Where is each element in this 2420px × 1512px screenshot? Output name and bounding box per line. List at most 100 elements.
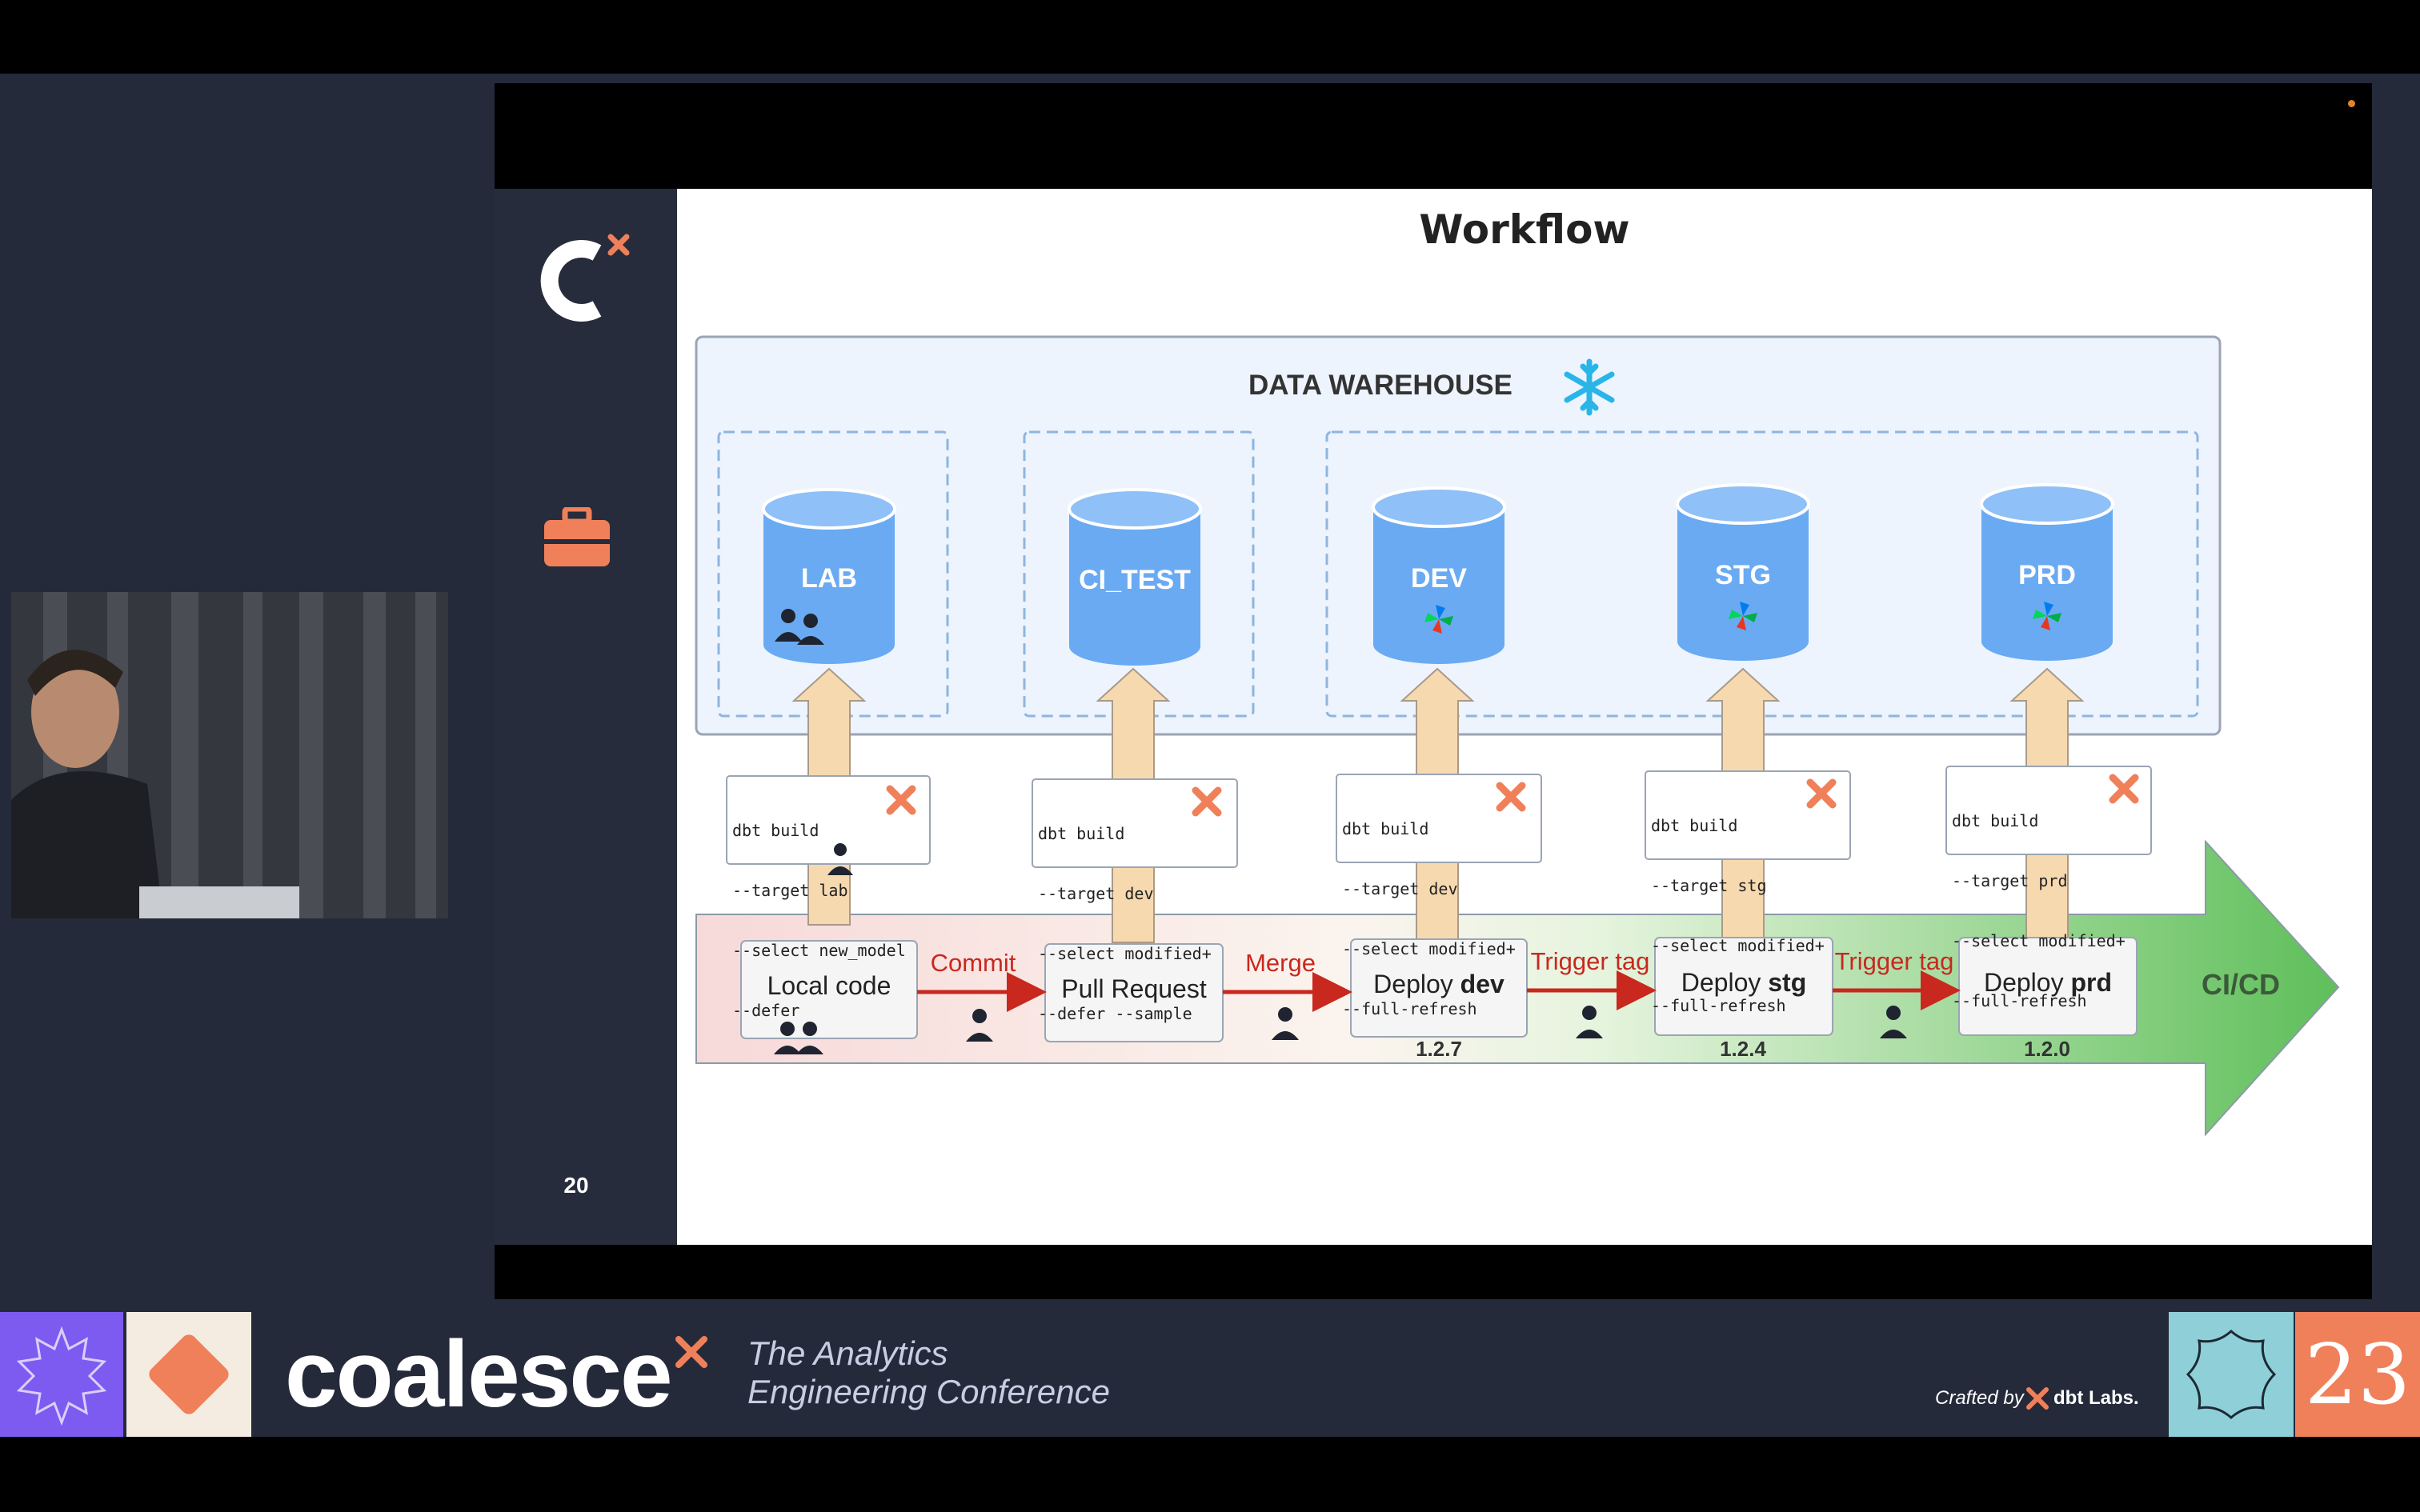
cmd-line: --target prd: [1952, 871, 2068, 890]
transition-trigger-tag-1: Trigger tag: [1530, 947, 1650, 975]
coalesce-wordmark: coalesce: [285, 1322, 673, 1427]
purple-tile: [0, 1312, 123, 1437]
person-icon: [1576, 1006, 1603, 1038]
step-local-code: [740, 940, 918, 1039]
cmd-line: --select modified+: [1651, 936, 1825, 955]
cmd-box-ci: [1032, 778, 1238, 868]
cmd-line: --full-refresh: [1342, 999, 1477, 1018]
cream-tile: [126, 1312, 251, 1437]
step-text-bold: prd: [2070, 968, 2113, 997]
tagline-line: The Analytics: [747, 1334, 948, 1372]
coalesce-c-logo-icon: [540, 234, 630, 322]
step-text: Deploy: [1681, 968, 1769, 997]
people-icon: [774, 1022, 823, 1054]
top-black-bar: [0, 0, 2420, 74]
db-label-dev: DEV: [1411, 563, 1467, 594]
step-label-deploy-stg: Deploy stg: [1655, 968, 1833, 998]
db-ci-test: [1068, 488, 1202, 666]
person-icon: [1880, 1006, 1907, 1038]
db-stg: [1676, 483, 1810, 661]
cicd-label: CI/CD: [2202, 968, 2280, 1001]
db-label-stg: STG: [1715, 560, 1771, 590]
db-dev: [1372, 486, 1506, 664]
flower-outline-icon: [2186, 1329, 2277, 1420]
cmd-line: --target dev: [1038, 884, 1154, 903]
cmd-line: --target lab: [732, 881, 848, 900]
db-cylinders: [762, 483, 2114, 666]
cmd-text-lab: dbt build --target lab --select new_mode…: [732, 781, 906, 1041]
crafted-by-label: Crafted by: [1935, 1387, 2024, 1409]
indicator-dot: [2348, 100, 2355, 107]
cmd-line: --select modified+: [1038, 944, 1212, 963]
workflow-diagram: [695, 335, 2340, 1137]
step-label-deploy-prd: Deploy prd: [1959, 968, 2137, 998]
bottom-black-bar: [0, 1437, 2420, 1512]
cmd-line: --target dev: [1342, 879, 1458, 898]
cmd-box-prd: [1945, 766, 2152, 855]
env-group: [1325, 430, 2199, 718]
cmd-line: dbt build: [732, 821, 819, 840]
person-icon: [827, 843, 853, 875]
cmd-line: dbt build: [1952, 811, 2039, 830]
slide-title: Workflow: [1419, 206, 1630, 253]
person-icon: [966, 1009, 993, 1042]
conference-banner: [0, 1312, 2420, 1437]
db-lab: [762, 488, 896, 664]
cmd-line: dbt build: [1038, 824, 1125, 843]
db-label-ci-test: CI_TEST: [1079, 565, 1191, 595]
step-label-local-code: Local code: [741, 971, 917, 1001]
cmd-line: --select modified+: [1342, 939, 1516, 958]
step-text: Deploy: [1983, 968, 2071, 997]
step-text: Local code: [767, 971, 891, 1000]
step-label-pull-request: Pull Request: [1045, 974, 1223, 1004]
version-stg: 1.2.4: [1720, 1037, 1766, 1061]
year-tile: 23: [2295, 1312, 2420, 1437]
step-text-bold: dev: [1460, 970, 1504, 998]
dbt-labs-label: dbt Labs.: [2053, 1387, 2139, 1409]
people-icon: [775, 609, 824, 645]
dbt-icon: [1806, 778, 1837, 809]
cmd-text-stg: dbt build --target stg --select modified…: [1651, 776, 1825, 1036]
step-text: Deploy: [1373, 970, 1460, 998]
speaker-image: [11, 592, 448, 918]
conference-tagline: The Analytics Engineering Conference: [747, 1334, 1110, 1411]
cmd-line: --select new_model: [732, 941, 906, 960]
db-prd: [1980, 483, 2114, 661]
snowflake-icon: [1564, 358, 1615, 416]
airflow-icon-stg: [1729, 602, 1757, 630]
cmd-line: --defer --sample: [1038, 1004, 1192, 1023]
cmd-line: --full-refresh: [1952, 991, 2087, 1010]
cmd-text-prd: dbt build --target prd --select modified…: [1952, 771, 2126, 1031]
diamond-icon: [149, 1334, 229, 1414]
transition-commit: Commit: [930, 949, 1016, 977]
version-dev: 1.2.7: [1416, 1037, 1462, 1061]
person-icon: [1272, 1007, 1299, 1040]
dbt-icon: [1192, 786, 1222, 817]
briefcase-icon: [544, 507, 610, 566]
cmd-text-ci: dbt build --target dev --select modified…: [1038, 784, 1212, 1044]
dbt-icon: [886, 785, 916, 815]
db-label-lab: LAB: [801, 563, 857, 594]
slide-page-number: 20: [563, 1173, 589, 1198]
version-prd: 1.2.0: [2024, 1037, 2070, 1061]
cmd-line: --target stg: [1651, 876, 1767, 895]
transition-trigger-tag-2: Trigger tag: [1834, 947, 1954, 975]
slide-sidebar: [495, 189, 677, 1245]
coalesce-x-icon: [675, 1336, 707, 1368]
cmd-line: dbt build: [1342, 819, 1429, 838]
cmd-line: --defer: [732, 1001, 800, 1020]
db-label-prd: PRD: [2018, 560, 2076, 590]
cmd-box-lab: [726, 775, 931, 865]
cmd-line: --select modified+: [1952, 931, 2126, 950]
cmd-box-stg: [1645, 770, 1851, 860]
cmd-line: dbt build: [1651, 816, 1738, 835]
step-text-bold: stg: [1768, 968, 1807, 997]
step-text: Pull Request: [1061, 974, 1207, 1003]
cmd-box-dev: [1336, 774, 1542, 863]
transition-merge: Merge: [1245, 949, 1316, 977]
airflow-icon-prd: [2033, 602, 2061, 630]
dbt-icon: [2109, 774, 2139, 804]
cmd-line: --full-refresh: [1651, 996, 1786, 1015]
warehouse-label: DATA WAREHOUSE: [1248, 370, 1512, 401]
tagline-line: Engineering Conference: [747, 1373, 1110, 1410]
